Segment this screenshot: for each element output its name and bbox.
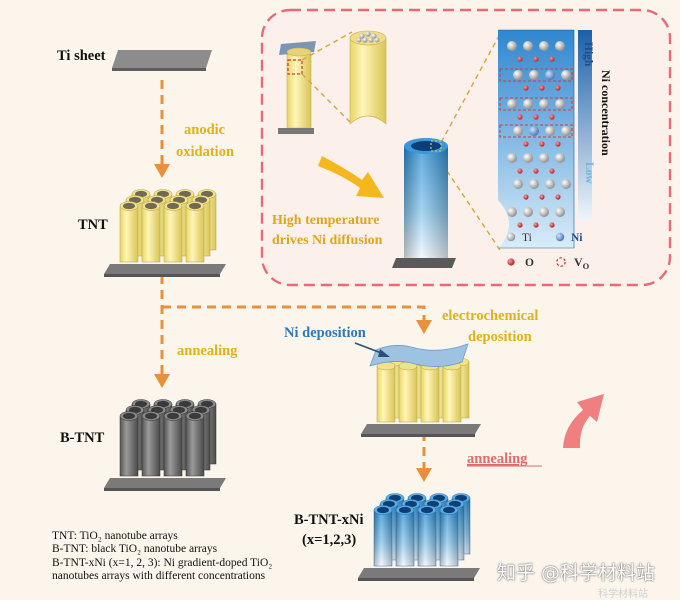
tnt-nanotube-array bbox=[104, 189, 226, 277]
inset-crystal-slab bbox=[498, 29, 575, 249]
legend-o: O bbox=[525, 257, 534, 269]
inset-blue-tube bbox=[392, 138, 456, 268]
ni-deposition-pointer bbox=[354, 342, 390, 357]
ni-deposition-layer bbox=[369, 343, 469, 367]
flow-arrow-annealing bbox=[154, 275, 170, 388]
watermark: 知乎 @科学材料站 bbox=[497, 562, 656, 584]
diffusion-arrow bbox=[318, 156, 384, 198]
ti-atom-icon bbox=[506, 232, 516, 242]
legend-ni: Ni bbox=[571, 232, 583, 244]
note-btntxni-cont: nanotubes arrays with different concentr… bbox=[52, 570, 266, 583]
btntxni-x-label: (x=1,2,3) bbox=[302, 532, 356, 548]
oxidation-label: oxidation bbox=[176, 144, 234, 160]
vacancy-icon bbox=[556, 257, 566, 267]
inset-yellow-tube-zoom bbox=[349, 30, 387, 125]
annealing-left-label: annealing bbox=[177, 343, 238, 359]
note-btntxni: B-TNT-xNi (x=1, 2, 3): Ni gradient-doped… bbox=[52, 556, 273, 569]
flow-arrow-branch bbox=[162, 305, 432, 334]
o-atom-icon bbox=[507, 258, 515, 266]
high-label: High bbox=[582, 42, 594, 67]
ni-concentration-label: Ni concentration bbox=[599, 70, 613, 156]
electrochemical-label: electrochemical bbox=[442, 308, 538, 324]
ni-deposited-array bbox=[361, 357, 481, 437]
ni-deposition-label: Ni deposition bbox=[284, 325, 366, 341]
anodic-label: anodic bbox=[184, 122, 226, 138]
flow-arrow-to-btntxni bbox=[416, 432, 432, 482]
high-temp-label-1: High temperature bbox=[272, 213, 379, 228]
btnt-nanotube-array bbox=[104, 399, 226, 491]
curved-annealing-arrow bbox=[563, 394, 604, 448]
tnt-label: TNT bbox=[78, 217, 108, 233]
annealing-right-label: annealing bbox=[467, 451, 528, 467]
atom-legend: Ti Ni O VO bbox=[506, 232, 590, 271]
abbreviation-notes: TNT: TiO₂ nanotube arrays B-TNT: black T… bbox=[52, 530, 342, 584]
legend-ti: Ti bbox=[522, 232, 532, 244]
ti-sheet-label: Ti sheet bbox=[57, 48, 106, 64]
high-temp-label-2: drives Ni diffusion bbox=[272, 233, 383, 248]
ni-concentration-bar bbox=[578, 30, 592, 220]
flow-arrow-anodic bbox=[154, 80, 170, 178]
btntxni-nanotube-array bbox=[358, 493, 480, 581]
deposition-label: deposition bbox=[468, 329, 532, 345]
ti-sheet bbox=[112, 50, 212, 71]
ni-atom-icon bbox=[555, 232, 565, 242]
btnt-label: B-TNT bbox=[60, 430, 105, 446]
note-btnt: B-TNT: black TiO₂ nanotube arrays bbox=[52, 543, 218, 556]
note-tnt: TNT: TiO₂ nanotube arrays bbox=[52, 530, 178, 542]
btntxni-label: B-TNT-xNi bbox=[294, 512, 364, 528]
low-label: Low bbox=[583, 162, 595, 184]
legend-vo: VO bbox=[574, 255, 590, 271]
watermark-sub: 科学材料站 bbox=[598, 589, 648, 600]
inset-yellow-tube-small bbox=[278, 41, 316, 134]
